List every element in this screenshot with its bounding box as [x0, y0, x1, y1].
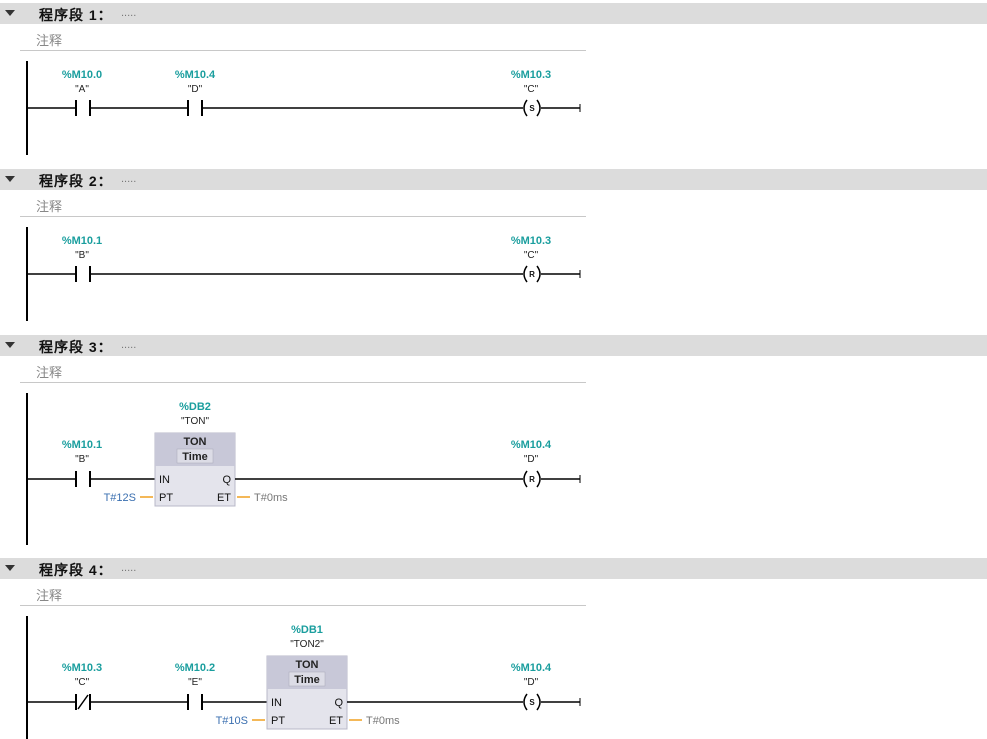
- contact-no-a[interactable]: [75, 100, 91, 116]
- et-value[interactable]: T#0ms: [366, 715, 400, 727]
- contact-no-b[interactable]: [75, 266, 91, 282]
- network-title-placeholder[interactable]: .....: [121, 173, 137, 185]
- network-title-placeholder[interactable]: .....: [121, 339, 137, 351]
- operand-tag[interactable]: "D": [188, 84, 203, 95]
- coil-type: R: [529, 270, 535, 279]
- ladder-rung: %M10.1 "B" R %M10.3 "C": [26, 227, 581, 321]
- network-header[interactable]: [0, 558, 987, 579]
- block-time-type: Time: [294, 674, 319, 686]
- contact-nc-c[interactable]: [75, 694, 91, 710]
- et-value[interactable]: T#0ms: [254, 492, 288, 504]
- ton2-block[interactable]: TON Time IN PT Q ET: [266, 655, 348, 730]
- block-type: TON: [295, 659, 318, 671]
- collapse-triangle-icon[interactable]: [5, 342, 15, 348]
- pt-value[interactable]: T#12S: [104, 492, 136, 504]
- network-header[interactable]: [0, 3, 987, 24]
- db-tag[interactable]: "TON2": [290, 639, 324, 650]
- operand-address[interactable]: %M10.3: [511, 235, 551, 247]
- pin-et: ET: [217, 492, 231, 504]
- contact-no-d[interactable]: [187, 100, 203, 116]
- coil-type: S: [529, 104, 535, 113]
- operand-tag[interactable]: "C": [524, 250, 539, 261]
- operand-tag[interactable]: "E": [188, 677, 202, 688]
- operand-address[interactable]: %M10.4: [175, 69, 216, 81]
- pin-in: IN: [159, 474, 170, 486]
- operand-tag[interactable]: "C": [524, 84, 539, 95]
- coil-set-d[interactable]: S: [523, 693, 541, 711]
- coil-reset-d[interactable]: R: [523, 470, 541, 488]
- block-time-type: Time: [182, 451, 207, 463]
- coil-type: S: [529, 698, 535, 707]
- pin-q: Q: [334, 697, 343, 709]
- comment-label: 注释: [36, 588, 63, 603]
- contact-no-b[interactable]: [75, 471, 91, 487]
- operand-address[interactable]: %M10.0: [62, 69, 102, 81]
- comment-label: 注释: [36, 365, 63, 380]
- network-comment-field[interactable]: 注释: [20, 193, 586, 217]
- pin-pt: PT: [159, 492, 173, 504]
- collapse-triangle-icon[interactable]: [5, 176, 15, 182]
- db-address[interactable]: %DB2: [179, 401, 211, 413]
- pin-et: ET: [329, 715, 343, 727]
- pin-q: Q: [222, 474, 231, 486]
- operand-tag[interactable]: "D": [524, 677, 539, 688]
- network-comment-field[interactable]: 注释: [20, 27, 586, 51]
- operand-address[interactable]: %M10.3: [511, 69, 551, 81]
- operand-address[interactable]: %M10.4: [511, 662, 552, 674]
- ladder-rung: %M10.1 "B" %DB2 "TON" TON Time IN PT Q E…: [26, 393, 581, 545]
- comment-label: 注释: [36, 199, 63, 214]
- network-title: 程序段 4：: [39, 562, 113, 578]
- operand-tag[interactable]: "B": [75, 250, 89, 261]
- network-title-placeholder[interactable]: .....: [121, 7, 137, 19]
- coil-reset-c[interactable]: R: [523, 265, 541, 283]
- network-2: 程序段 2： ..... 注释 %M10.1 "B" R %M10.3 "C": [0, 169, 987, 329]
- network-title: 程序段 3：: [39, 339, 113, 355]
- network-title: 程序段 2：: [39, 173, 113, 189]
- operand-tag[interactable]: "C": [75, 677, 90, 688]
- operand-tag[interactable]: "B": [75, 454, 89, 465]
- operand-tag[interactable]: "A": [75, 84, 89, 95]
- network-3: 程序段 3： ..... 注释 %M10.1 "B" %DB2 "TON" TO…: [0, 335, 987, 553]
- network-4: 程序段 4： ..... 注释 %M10.3 "C" %M10.2 "E" %D…: [0, 558, 987, 739]
- operand-address[interactable]: %M10.4: [511, 439, 552, 451]
- ladder-rung: %M10.3 "C" %M10.2 "E" %DB1 "TON2" TON Ti…: [26, 616, 581, 739]
- operand-address[interactable]: %M10.1: [62, 439, 102, 451]
- collapse-triangle-icon[interactable]: [5, 10, 15, 16]
- network-1: 程序段 1： ..... 注释 %M10.0 "A" %M10.4 "D" S …: [0, 3, 987, 163]
- pt-value[interactable]: T#10S: [216, 715, 248, 727]
- comment-label: 注释: [36, 33, 63, 48]
- operand-address[interactable]: %M10.3: [62, 662, 102, 674]
- network-title-placeholder[interactable]: .....: [121, 562, 137, 574]
- network-header[interactable]: [0, 335, 987, 356]
- coil-set-c[interactable]: S: [523, 99, 541, 117]
- coil-type: R: [529, 475, 535, 484]
- pin-in: IN: [271, 697, 282, 709]
- db-address[interactable]: %DB1: [291, 624, 323, 636]
- pin-pt: PT: [271, 715, 285, 727]
- network-title: 程序段 1：: [39, 7, 113, 23]
- contact-no-e[interactable]: [187, 694, 203, 710]
- operand-tag[interactable]: "D": [524, 454, 539, 465]
- operand-address[interactable]: %M10.2: [175, 662, 215, 674]
- db-tag[interactable]: "TON": [181, 416, 209, 427]
- ton-block[interactable]: TON Time IN PT Q ET: [154, 432, 236, 507]
- network-comment-field[interactable]: 注释: [20, 582, 586, 606]
- collapse-triangle-icon[interactable]: [5, 565, 15, 571]
- network-comment-field[interactable]: 注释: [20, 359, 586, 383]
- operand-address[interactable]: %M10.1: [62, 235, 102, 247]
- network-header[interactable]: [0, 169, 987, 190]
- block-type: TON: [183, 436, 206, 448]
- ladder-rung: %M10.0 "A" %M10.4 "D" S %M10.3 "C": [26, 61, 581, 155]
